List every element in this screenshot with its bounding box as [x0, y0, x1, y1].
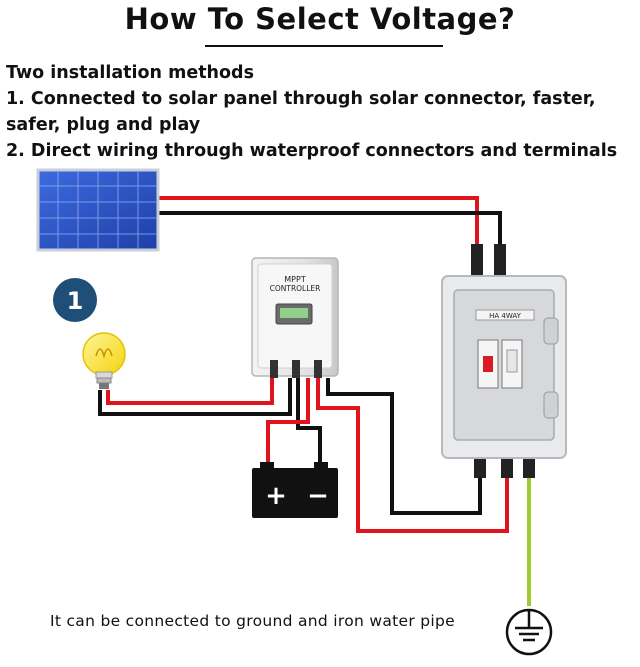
wires — [98, 196, 531, 606]
wire-box-red — [316, 378, 509, 533]
wire-box-black — [326, 378, 482, 515]
step-badge-number: 1 — [67, 287, 84, 315]
ground-note: It can be connected to ground and iron w… — [50, 612, 455, 630]
combiner-box-icon: HA 4WAY — [441, 244, 567, 478]
intro-method-2: 2. Direct wiring through waterproof conn… — [6, 141, 618, 161]
page-title: How To Select Voltage? — [124, 2, 516, 36]
battery-icon: + − — [252, 462, 338, 518]
wire-bulb-red — [106, 378, 274, 405]
wire-panel-red — [155, 196, 479, 248]
combiner-box-label: HA 4WAY — [489, 312, 522, 320]
mppt-controller-icon: MPPT CONTROLLER — [251, 257, 339, 378]
solar-panel-icon — [36, 168, 160, 252]
title-underline — [205, 45, 443, 47]
step-badge: 1 — [53, 278, 97, 322]
intro-method-1-cont: safer, plug and play — [6, 115, 201, 135]
wire-battery-red — [266, 378, 310, 466]
intro-heading: Two installation methods — [6, 63, 254, 83]
controller-label-line1: MPPT — [284, 275, 306, 284]
intro-text: Two installation methods 1. Connected to… — [6, 60, 638, 164]
battery-minus-sign: − — [307, 481, 329, 511]
light-bulb-icon — [82, 332, 126, 389]
wire-bulb-black — [98, 378, 292, 416]
wire-panel-black — [155, 211, 502, 248]
battery-plus-sign: + — [265, 481, 287, 511]
controller-label-line2: CONTROLLER — [270, 284, 321, 293]
ground-symbol-icon — [505, 608, 553, 656]
intro-method-1: 1. Connected to solar panel through sola… — [6, 89, 596, 109]
wire-battery-black — [296, 378, 322, 466]
